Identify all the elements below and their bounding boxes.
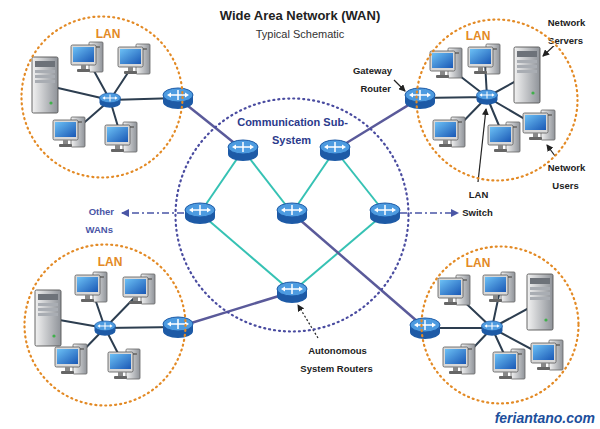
label-text-wrap: Autonomous System Routers [292,340,382,376]
lan-circle: LAN [20,15,184,179]
label-text: Network Users [547,162,585,191]
circle-outline [174,97,410,333]
leader-lines [298,40,560,338]
label-text: Gateway Router [352,65,392,94]
network-servers [32,47,553,346]
lan-name: LAN [97,255,124,269]
lan-name: LAN [465,29,492,43]
label-text-wrap: Network Users [538,157,594,193]
label-text: Autonomous System Routers [300,345,373,374]
lan-name: LAN [465,256,492,270]
lan-circle: LAN [23,243,187,407]
gateway-routers [163,88,440,339]
circle-outline [420,245,580,405]
label-text: Typical Schematic [255,28,346,40]
label-text-wrap: Typical Schematic [200,24,400,42]
core-wire [292,213,381,290]
user-computers [53,42,563,379]
diagram-title: Wide Area Network (WAN) [219,8,381,23]
lan-name: LAN [95,27,122,41]
lan-circle: LAN [420,245,580,405]
lan-cabling [45,60,548,367]
label-text-wrap: Gateway Router [330,60,392,96]
lan-name-wrap: LAN [448,253,508,271]
lan-name-wrap: LAN [448,26,508,44]
label-text-wrap: Other WANs [58,201,114,237]
core-mesh [200,150,385,292]
label-text-wrap: LAN Switch [453,184,503,220]
diagram-title-wrap: Wide Area Network (WAN) [150,6,450,24]
lan-circle: LAN [415,18,579,182]
label-text: LAN Switch [462,189,494,218]
label-text-wrap: Network Servers [538,12,594,48]
label-text: Other WANs [86,206,114,235]
label-text: feriantano.com [494,410,596,426]
subsystem-circle: Communication Sub-System [174,97,410,333]
circle-outline [415,18,579,182]
core-routers [185,140,400,303]
lan-name-wrap: LAN [78,24,138,42]
subsystem-name: Communication Sub-System [236,116,348,146]
subsystem-name-wrap: Communication Sub-System [227,112,357,148]
lan-switches [95,90,503,336]
label-text-wrap: feriantano.com [462,409,596,427]
lan-name-wrap: LAN [80,252,140,270]
